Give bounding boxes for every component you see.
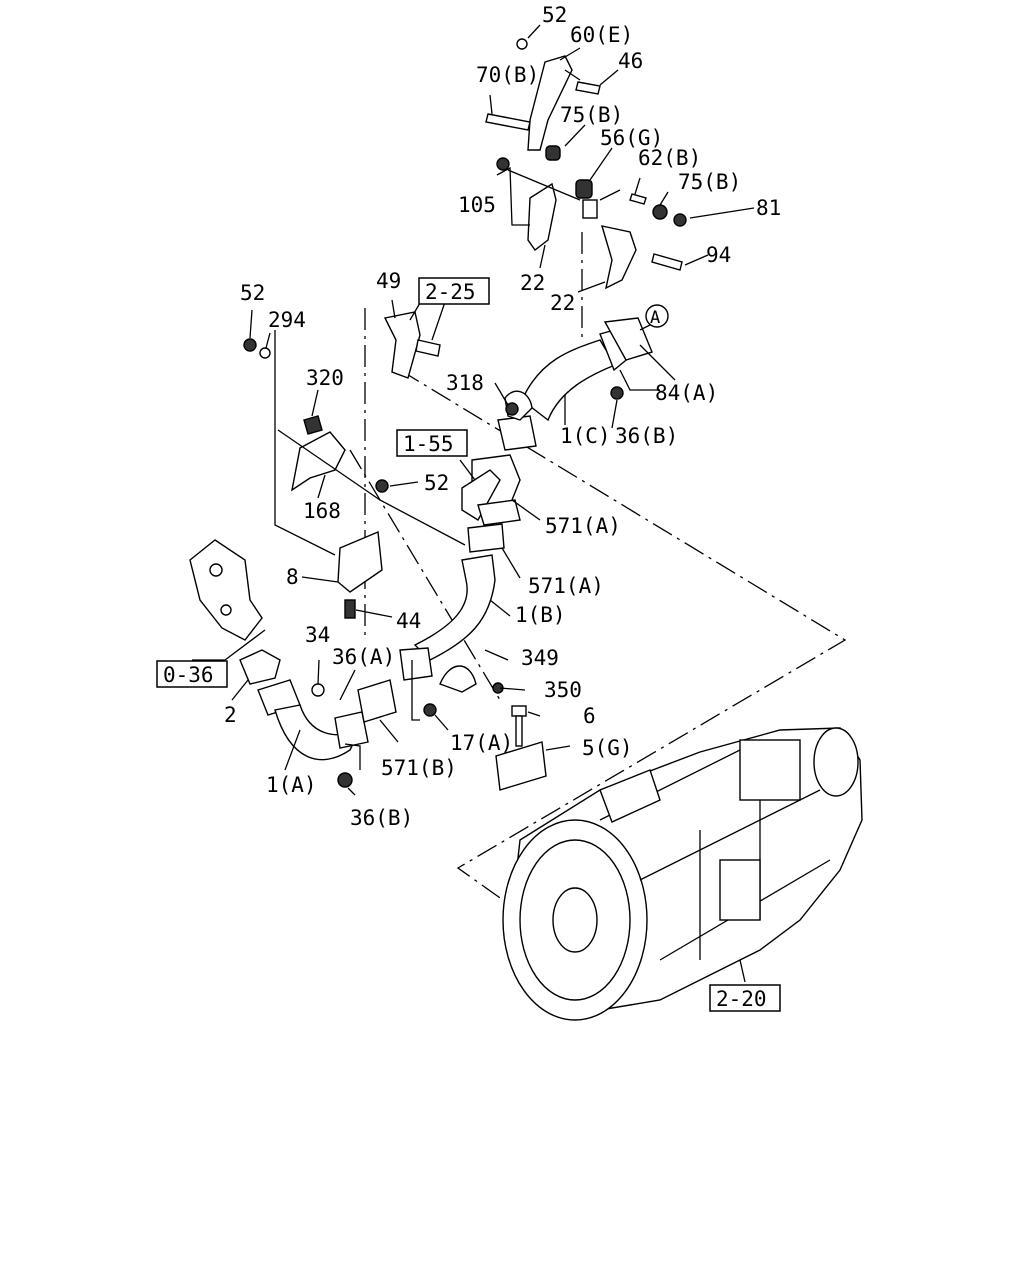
callout-22[interactable]: 22 xyxy=(520,271,545,295)
leader-lines xyxy=(192,24,755,983)
callout-34[interactable]: 34 xyxy=(305,623,330,647)
reference-2-25: 2-25 xyxy=(425,280,476,304)
reference-box-1-55[interactable]: 1-55 xyxy=(396,429,468,457)
callout-75b[interactable]: 75(B) xyxy=(560,103,623,127)
callout-22-2[interactable]: 22 xyxy=(550,291,575,315)
exhaust-clamp-22 xyxy=(527,182,637,290)
reference-0-36: 0-36 xyxy=(163,663,214,687)
callout-56g[interactable]: 56(G) xyxy=(600,126,663,150)
bracket-49 xyxy=(243,311,441,435)
exhaust-pipe-1c xyxy=(497,317,653,451)
callout-60e[interactable]: 60(E) xyxy=(570,23,633,47)
callout-75b-2[interactable]: 75(B) xyxy=(678,170,741,194)
transmission xyxy=(502,727,863,1021)
marker-a-label: A xyxy=(650,308,660,328)
phantom-lines xyxy=(349,232,847,906)
callout-labels: 52 60(E) 46 70(B) 75(B) 56(G) 62(B) 75(B… xyxy=(224,3,781,830)
callout-44[interactable]: 44 xyxy=(396,609,421,633)
bracket-8 xyxy=(337,530,383,619)
callout-17a[interactable]: 17(A) xyxy=(450,731,513,755)
bracket-168 xyxy=(291,431,389,493)
exhaust-pipe-1b xyxy=(399,554,504,694)
callout-70b[interactable]: 70(B) xyxy=(476,63,539,87)
callout-1c[interactable]: 1(C) xyxy=(560,424,611,448)
bolt-6-plate-5g xyxy=(495,705,547,791)
marker-a: A xyxy=(645,304,669,328)
callout-350[interactable]: 350 xyxy=(544,678,582,702)
callout-5g[interactable]: 5(G) xyxy=(582,736,633,760)
callout-320[interactable]: 320 xyxy=(306,366,344,390)
callout-294[interactable]: 294 xyxy=(268,308,306,332)
exhaust-pipe-1a xyxy=(239,649,437,788)
callout-46[interactable]: 46 xyxy=(618,49,643,73)
callout-52[interactable]: 52 xyxy=(542,3,567,27)
reference-1-55: 1-55 xyxy=(403,432,454,456)
callout-81[interactable]: 81 xyxy=(756,196,781,220)
callout-36b-2[interactable]: 36(B) xyxy=(350,806,413,830)
callout-52-3[interactable]: 52 xyxy=(424,471,449,495)
reference-box-2-25[interactable]: 2-25 xyxy=(418,277,490,305)
upper-bracket-60e xyxy=(485,38,687,271)
callout-49[interactable]: 49 xyxy=(376,269,401,293)
manifold-flange xyxy=(189,539,263,641)
callout-571b[interactable]: 571(B) xyxy=(381,756,457,780)
callout-571a[interactable]: 571(A) xyxy=(545,514,621,538)
callout-349[interactable]: 349 xyxy=(521,646,559,670)
callout-318[interactable]: 318 xyxy=(446,371,484,395)
callout-6[interactable]: 6 xyxy=(583,704,596,728)
callout-84a[interactable]: 84(A) xyxy=(655,381,718,405)
callout-571a-2[interactable]: 571(A) xyxy=(528,574,604,598)
callout-105[interactable]: 105 xyxy=(458,193,496,217)
callout-94[interactable]: 94 xyxy=(706,243,731,267)
callout-52-2[interactable]: 52 xyxy=(240,281,265,305)
reference-box-0-36[interactable]: 0-36 xyxy=(156,660,228,688)
flange-571a xyxy=(461,454,521,553)
callout-62b[interactable]: 62(B) xyxy=(638,146,701,170)
reference-2-20: 2-20 xyxy=(716,987,767,1011)
callout-8[interactable]: 8 xyxy=(286,565,299,589)
callout-36a[interactable]: 36(A) xyxy=(332,645,395,669)
callout-36b[interactable]: 36(B) xyxy=(615,424,678,448)
reference-box-2-20[interactable]: 2-20 xyxy=(709,984,781,1012)
callout-2[interactable]: 2 xyxy=(224,703,237,727)
callout-1a[interactable]: 1(A) xyxy=(266,773,317,797)
callout-1b[interactable]: 1(B) xyxy=(515,603,566,627)
callout-168[interactable]: 168 xyxy=(303,499,341,523)
